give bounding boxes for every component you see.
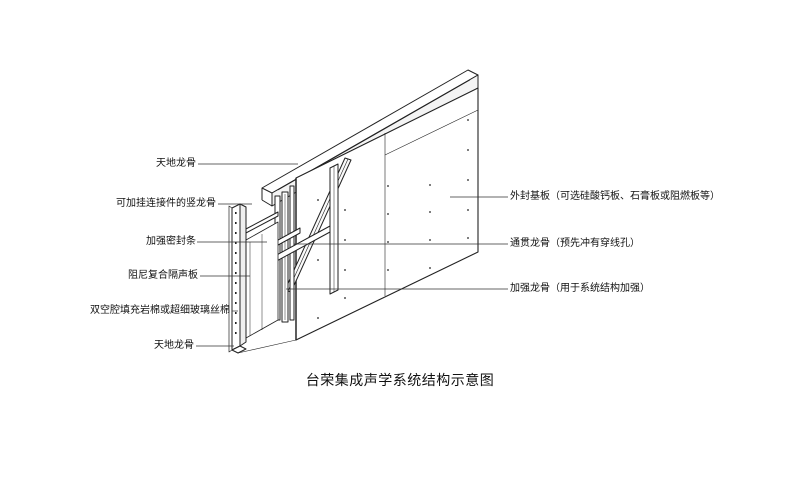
board-screws [317,119,469,319]
label-hangable-stud: 可加挂连接件的竖龙骨 [116,198,216,209]
label-outer-board: 外封基板（可选硅酸钙板、石膏板或阻燃板等） [510,191,720,202]
stud-holes [235,212,237,334]
hangable-stud [228,203,247,353]
damping-panel [245,221,279,339]
leader-lines [196,163,508,347]
label-through-channel: 通贯龙骨（预先冲有穿线孔） [510,238,640,249]
label-top-track: 天地龙骨 [156,158,196,169]
label-bottom-track: 天地龙骨 [154,340,194,351]
diagram-caption: 台荣集成声学系统结构示意图 [305,373,495,389]
label-reinforcing-stud: 加强龙骨（用于系统结构加强） [510,283,650,294]
label-damping-panel: 阻尼复合隔声板 [128,270,198,281]
outer-face-board [295,87,479,341]
label-sealing-strip: 加强密封条 [146,236,196,247]
label-cavity-insulation: 双空腔填充岩棉或超细玻璃丝棉 [90,305,230,316]
bottom-track [231,339,297,354]
